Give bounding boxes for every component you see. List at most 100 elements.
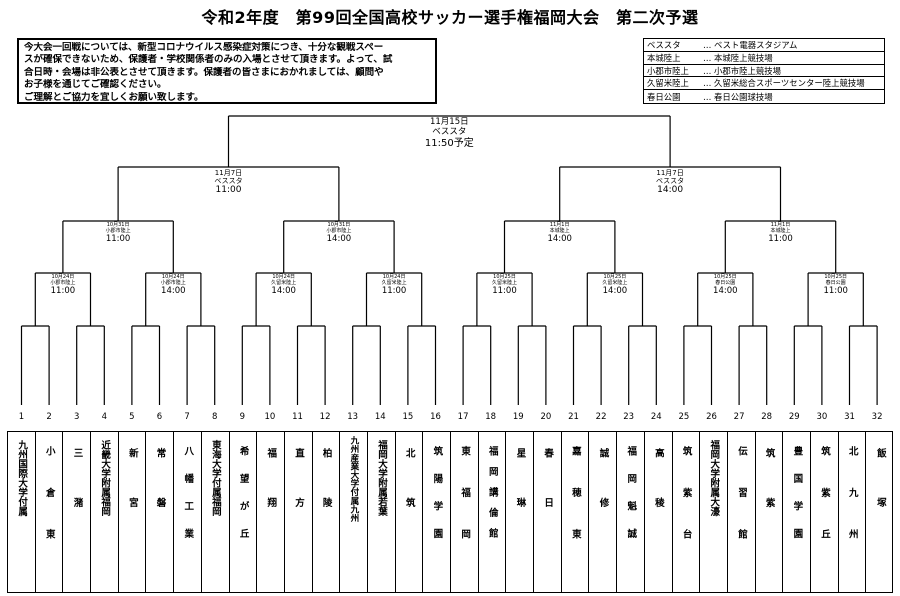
seed-number: 8	[211, 412, 218, 422]
match-date: 10月24日	[272, 274, 296, 280]
seed-number: 13	[347, 412, 359, 422]
team-name: 九州国際大学付属	[16, 440, 28, 516]
match-venue: 小郡市陸上	[160, 279, 186, 286]
team-cell: 九州産業大学付属九州	[340, 432, 368, 592]
match-time: 14:00	[547, 233, 572, 244]
match-date: 11月15日	[429, 117, 469, 127]
match-venue: 本城陸上	[549, 227, 570, 234]
notice-box: 今大会一回戦については、新型コロナウイルス感染症対策につき、十分な観戦スペー ス…	[17, 38, 437, 104]
match-venue: 春日公園	[715, 279, 736, 286]
match-date: 11月1日	[770, 222, 791, 228]
match-venue: 本城陸上	[770, 227, 791, 234]
match-venue: 久留米陸上	[491, 279, 518, 286]
team-name: 近畿大学附属福岡	[99, 440, 111, 516]
seed-number: 5	[129, 412, 135, 422]
match-venue: 久留米陸上	[602, 279, 628, 286]
team-cell: 筑紫台	[673, 432, 701, 592]
team-name: 筑陽学園	[431, 446, 443, 556]
legend-full: … ベスト電器スタジアム	[703, 39, 798, 50]
match-time: 14:00	[161, 285, 186, 296]
team-cell: 北九州	[839, 432, 867, 592]
seed-number: 30	[816, 412, 828, 422]
page-title: 令和2年度 第99回全国高校サッカー選手権福岡大会 第二次予選	[201, 8, 699, 27]
legend-full: … 本城陸上競技場	[703, 52, 773, 63]
legend-row: ベススタ … ベスト電器スタジアム	[644, 39, 884, 52]
team-cell: 直方	[285, 432, 313, 592]
seed-number: 4	[101, 412, 107, 422]
match-date: 10月31日	[327, 222, 351, 228]
seed-number: 19	[512, 412, 524, 422]
team-cell: 希望が丘	[230, 432, 258, 592]
match-venue: 小郡市陸上	[50, 279, 76, 286]
seed-number: 20	[540, 412, 552, 422]
match-time: 14:00	[271, 285, 296, 296]
team-name: 高稜	[652, 448, 664, 547]
seed-number: 32	[871, 412, 883, 422]
match-date: 11月1日	[549, 222, 570, 228]
seed-number: 24	[650, 412, 662, 422]
team-name: 筑紫	[763, 448, 775, 547]
team-cell: 伝習館	[728, 432, 756, 592]
team-cell: 北筑	[396, 432, 424, 592]
match-time: 11:50予定	[424, 137, 474, 149]
team-cell: 常磐	[146, 432, 175, 592]
seed-number: 11	[292, 412, 303, 422]
team-name: 春日	[542, 448, 554, 547]
team-name: 直方	[292, 448, 304, 547]
match-date: 10月25日	[493, 274, 516, 280]
team-name: 九州産業大学付属九州	[348, 436, 359, 522]
legend-row: 本城陸上 … 本城陸上競技場	[644, 52, 884, 65]
team-cell: 星琳	[506, 432, 535, 592]
seed-number: 2	[46, 412, 52, 422]
team-name: 星琳	[514, 448, 526, 547]
notice-line: お子様を通じてご確認ください。	[24, 79, 167, 91]
match-time: 11:00	[105, 233, 131, 244]
seed-number: 17	[457, 412, 469, 422]
team-cell: 九州国際大学付属	[8, 432, 36, 592]
team-cell: 東福岡	[451, 432, 479, 592]
team-cell: 福岡大学附属大濠	[700, 432, 728, 592]
team-cell: 春日	[534, 432, 562, 592]
team-cell: 福岡講倫館	[479, 432, 507, 592]
notice-line: 合日時・会場は非公表とさせて頂きます。保護者の皆さまにおかれましては、顧問や	[24, 66, 384, 78]
legend-abbr: 小郡市陸上	[647, 65, 689, 76]
match-date: 10月25日	[713, 274, 737, 280]
team-name: 飯塚	[874, 448, 886, 547]
team-name: 誠修	[597, 448, 609, 547]
match-venue: ベススタ	[432, 126, 467, 137]
team-cell: 筑紫丘	[811, 432, 839, 592]
seed-number: 28	[761, 412, 773, 422]
seed-number: 3	[73, 412, 80, 422]
team-cell: 東海大学付属福岡	[202, 432, 230, 592]
team-cell: 飯塚	[866, 432, 894, 592]
seed-number: 6	[156, 412, 163, 422]
team-cell: 高稜	[645, 432, 673, 592]
team-cell: 小倉東	[36, 432, 64, 592]
match-time: 14:00	[602, 285, 628, 296]
notice-line: スが確保できないため、保護者・学校関係者のみの入場とさせて頂きます。よって、試	[24, 54, 393, 66]
match-date: 10月25日	[603, 274, 627, 280]
team-name: 筑紫丘	[819, 446, 831, 571]
seed-number: 25	[678, 412, 690, 422]
seed-number: 18	[485, 412, 497, 422]
legend-row: 小郡市陸上 … 小郡市陸上競技場	[644, 65, 884, 78]
match-time: 14:00	[657, 185, 684, 196]
notice-line: 今大会一回戦については、新型コロナウイルス感染症対策につき、十分な観戦スペー	[24, 42, 384, 53]
team-name: 豊国学園	[791, 446, 803, 556]
team-name: 柏陵	[320, 448, 332, 547]
legend-full: … 久留米総合スポーツセンター陸上競技場	[703, 78, 865, 89]
match-time: 11:00	[50, 285, 76, 296]
match-time: 11:00	[492, 285, 517, 296]
team-cell: 柏陵	[313, 432, 341, 592]
seed-number: 27	[733, 412, 745, 422]
